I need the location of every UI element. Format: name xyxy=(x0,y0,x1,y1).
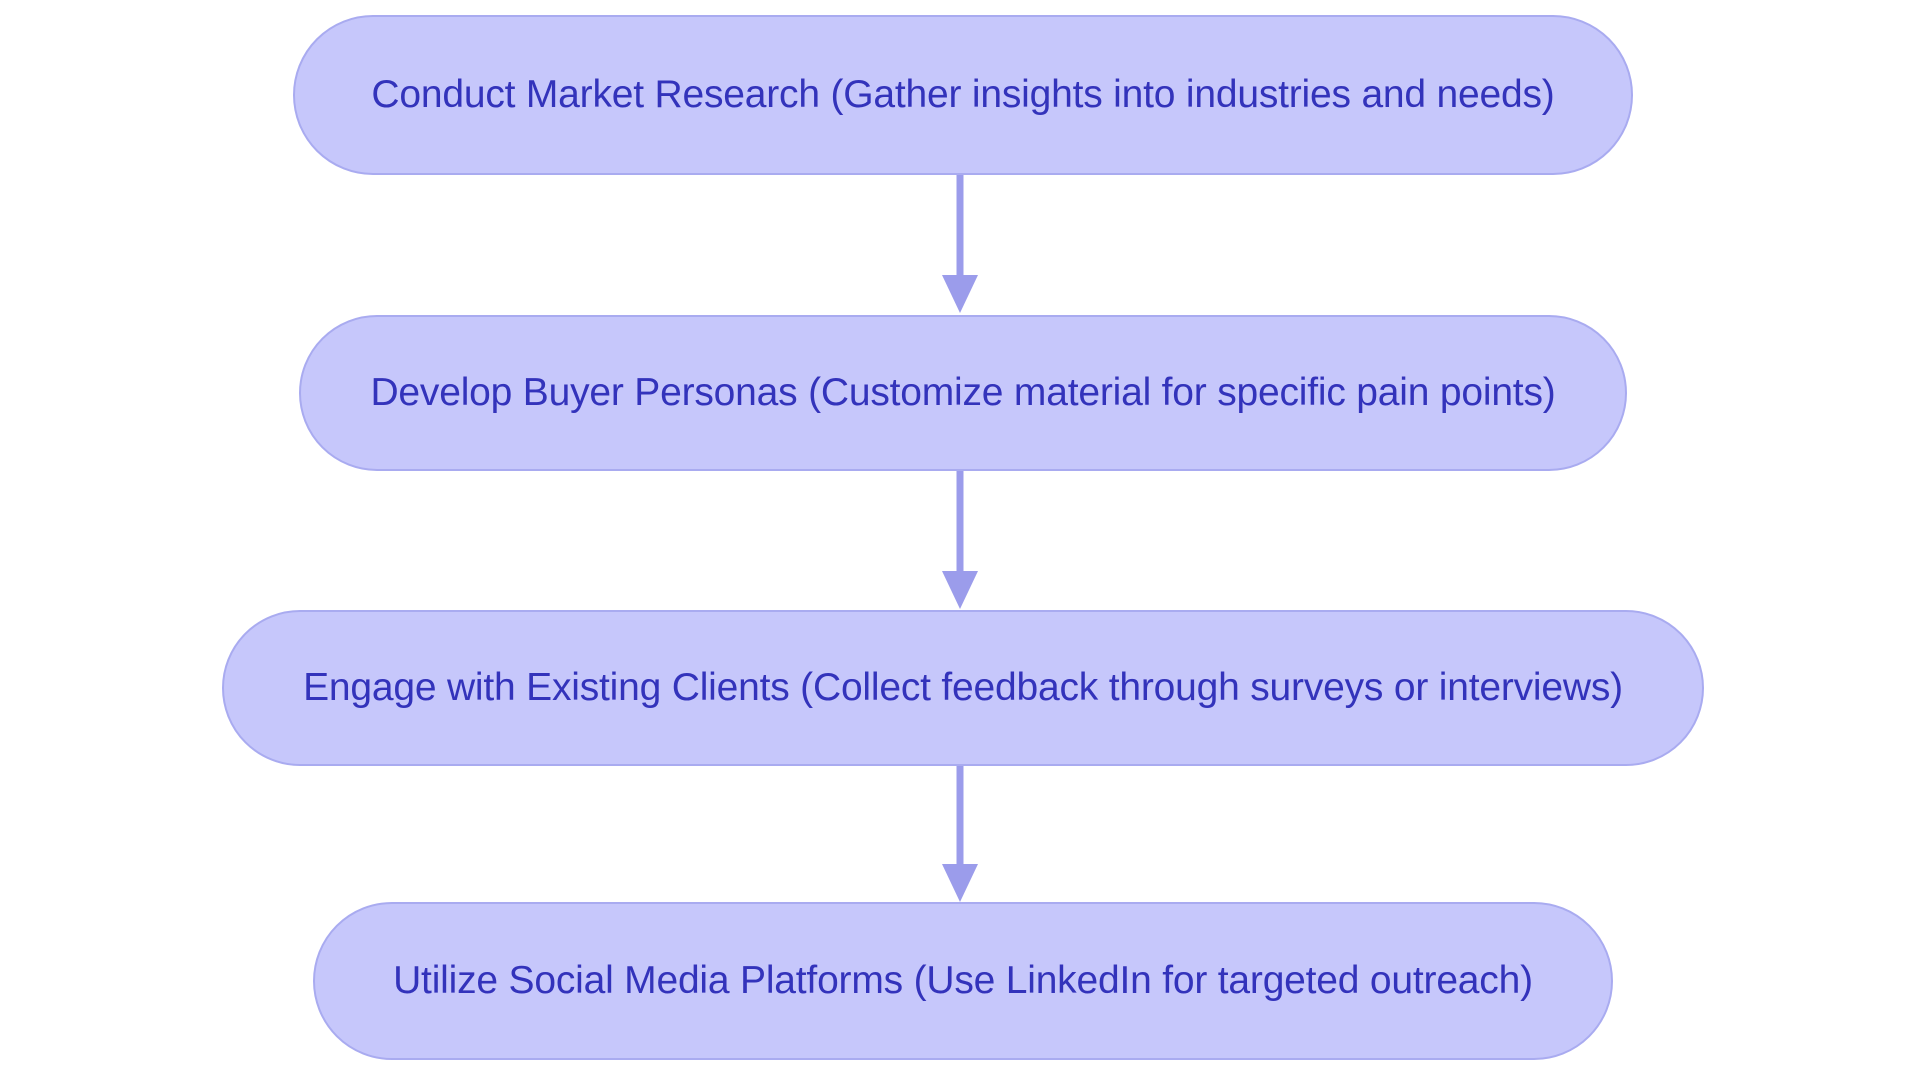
flow-node-engage-with-existing-clients[interactable]: Engage with Existing Clients (Collect fe… xyxy=(222,610,1704,766)
connector-arrowhead-icon xyxy=(942,864,978,902)
flow-node-label: Develop Buyer Personas (Customize materi… xyxy=(370,370,1556,414)
flow-node-utilize-social-media-platforms[interactable]: Utilize Social Media Platforms (Use Link… xyxy=(313,902,1613,1060)
flow-node-label: Engage with Existing Clients (Collect fe… xyxy=(303,665,1623,709)
flow-node-label: Conduct Market Research (Gather insights… xyxy=(371,72,1555,116)
flow-connector-2-to-3 xyxy=(930,471,990,611)
connector-arrowhead-icon xyxy=(942,275,978,313)
flow-node-develop-buyer-personas[interactable]: Develop Buyer Personas (Customize materi… xyxy=(299,315,1627,471)
connector-arrowhead-icon xyxy=(942,571,978,609)
flow-node-label: Utilize Social Media Platforms (Use Link… xyxy=(393,958,1533,1002)
flow-node-conduct-market-research[interactable]: Conduct Market Research (Gather insights… xyxy=(293,15,1633,175)
flow-connector-1-to-2 xyxy=(930,175,990,315)
flow-connector-3-to-4 xyxy=(930,766,990,904)
